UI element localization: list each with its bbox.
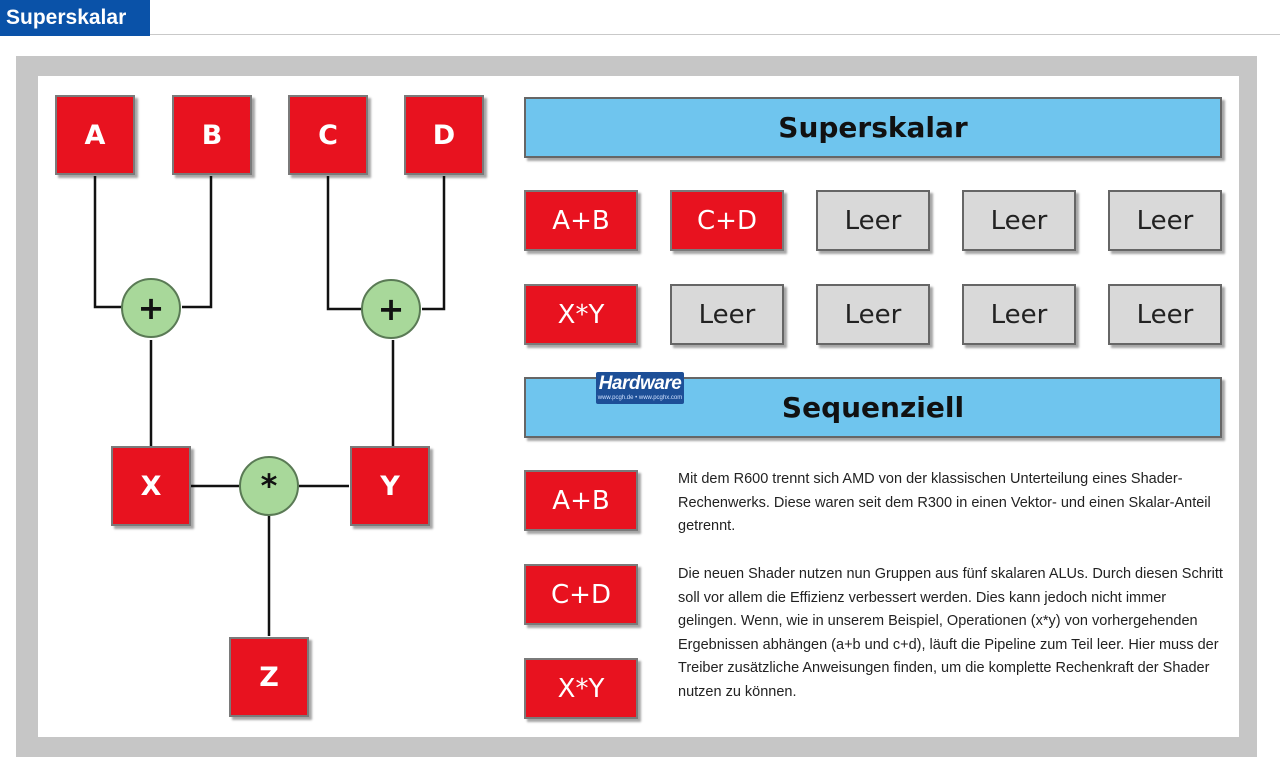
logo-brand-text: Hardware <box>598 373 682 394</box>
page-header: Superskalar <box>0 0 1280 36</box>
superskalar-slot-1-2: C+D <box>670 190 784 251</box>
superskalar-slot-1-4: Leer <box>962 190 1076 251</box>
connector-d-plus <box>422 176 446 311</box>
superskalar-slot-2-1: X*Y <box>524 284 638 345</box>
superskalar-slot-1-5: Leer <box>1108 190 1222 251</box>
sequenziell-step-1: A+B <box>524 470 638 531</box>
page-title: Superskalar <box>0 0 150 36</box>
superskalar-slot-1-3: Leer <box>816 190 930 251</box>
description-paragraph-1: Mit dem R600 trennt sich AMD von der kla… <box>678 471 1211 534</box>
header-rule <box>150 34 1280 35</box>
input-box-d: D <box>404 95 484 175</box>
superskalar-header: Superskalar <box>524 97 1222 158</box>
superskalar-slot-2-4: Leer <box>962 284 1076 345</box>
superskalar-slot-2-5: Leer <box>1108 284 1222 345</box>
plus-operator-right: + <box>361 279 421 339</box>
plus-operator-left: + <box>121 278 181 338</box>
intermediate-box-x: X <box>111 446 191 526</box>
pcgh-hardware-logo: Hardware www.pcgh.de • www.pcghx.com <box>596 372 684 404</box>
multiply-operator: * <box>239 456 299 516</box>
input-box-b: B <box>172 95 252 175</box>
description-paragraph-2: Die neuen Shader nutzen nun Gruppen aus … <box>678 566 1223 700</box>
logo-url-text: www.pcgh.de • www.pcghx.com <box>597 395 683 401</box>
superskalar-slot-2-3: Leer <box>816 284 930 345</box>
input-box-a: A <box>55 95 135 175</box>
connector-c-plus <box>326 176 362 311</box>
input-box-c: C <box>288 95 368 175</box>
sequenziell-step-2: C+D <box>524 564 638 625</box>
result-box-z: Z <box>229 637 309 717</box>
intermediate-box-y: Y <box>350 446 430 526</box>
superskalar-slot-2-2: Leer <box>670 284 784 345</box>
superskalar-slot-1-1: A+B <box>524 190 638 251</box>
connector-b-plus <box>182 176 213 309</box>
connector-a-plus <box>93 176 122 309</box>
sequenziell-step-3: X*Y <box>524 658 638 719</box>
